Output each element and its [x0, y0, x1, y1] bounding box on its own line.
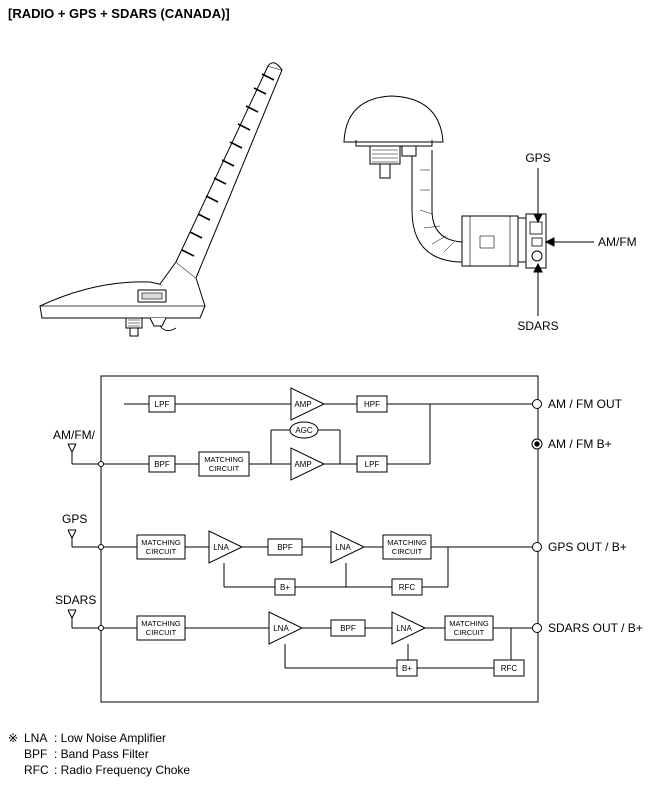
lna-label-2: LNA — [335, 543, 351, 552]
io-labels: AM/FM/ GPS SDARS AM / FM OUT AM / FM B+ … — [53, 397, 643, 635]
bplus-label-1: B+ — [280, 583, 290, 592]
lna-label-4: LNA — [396, 624, 412, 633]
rfc-label-2: RFC — [501, 664, 518, 673]
lna-label-1: LNA — [213, 543, 229, 552]
hpf-label: HPF — [364, 400, 380, 409]
legend-text: : Radio Frequency Choke — [54, 763, 191, 777]
gps-dome-illustration — [343, 95, 547, 269]
lna-triangle-4 — [391, 611, 427, 645]
legend-row-rfc: RFC : Radio Frequency Choke — [8, 762, 190, 778]
lna-triangle-1 — [208, 530, 244, 564]
lna-label-3: LNA — [273, 624, 289, 633]
matching-label-2a: MATCHING — [141, 538, 181, 547]
matching-label-5b: CIRCUIT — [454, 628, 485, 637]
junction-dots — [98, 461, 104, 631]
output-terminals — [531, 399, 543, 633]
amp-label-2: AMP — [294, 460, 311, 469]
matching-label-1a: MATCHING — [204, 455, 244, 464]
amp-label-1: AMP — [294, 400, 311, 409]
legend-abbr: LNA — [24, 731, 48, 745]
legend: ※ LNA : Low Noise Amplifier BPF : Band Pass… — [8, 730, 190, 778]
matching-label-4b: CIRCUIT — [146, 628, 177, 637]
matching-label-3a: MATCHING — [387, 538, 427, 547]
amp-triangle-1 — [290, 387, 326, 421]
gps-circuit — [67, 529, 533, 596]
matching-block-5 — [444, 615, 494, 641]
matching-block-2 — [136, 534, 186, 560]
matching-label-3b: CIRCUIT — [392, 547, 423, 556]
connector-label-gps: GPS — [525, 151, 550, 165]
output-label-gps-out: GPS OUT / B+ — [548, 540, 627, 554]
amfm-circuit — [67, 387, 533, 481]
output-label-amfm-b: AM / FM B+ — [548, 437, 612, 451]
input-label-sdars: SDARS — [55, 593, 96, 607]
lna-triangle-2 — [330, 530, 366, 564]
legend-abbr: BPF — [24, 747, 48, 761]
matching-label-5a: MATCHING — [449, 619, 489, 628]
legend-text: : Low Noise Amplifier — [54, 731, 167, 745]
module-outline — [100, 375, 539, 703]
legend-row-lna: ※ LNA : Low Noise Amplifier — [8, 730, 190, 746]
bpf-label-3: BPF — [340, 624, 356, 633]
legend-abbr: RFC — [24, 763, 49, 777]
rfc-label-1: RFC — [399, 583, 416, 592]
rfc-block-2 — [493, 659, 525, 677]
lpf-label-1: LPF — [155, 400, 170, 409]
lna-triangle-3 — [268, 611, 304, 645]
matching-block-1 — [198, 451, 250, 477]
input-label-gps: GPS — [62, 512, 87, 526]
matching-label-1b: CIRCUIT — [209, 464, 240, 473]
input-label-amfm: AM/FM/ — [53, 428, 96, 442]
matching-label-2b: CIRCUIT — [146, 547, 177, 556]
terminal-sdars-out — [532, 623, 542, 633]
connector-callouts — [533, 168, 594, 316]
bpf-label-1: BPF — [154, 460, 170, 469]
agc-label: AGC — [295, 426, 313, 435]
terminal-amfm-out — [532, 399, 542, 409]
bpf-label-2: BPF — [277, 543, 293, 552]
legend-row-bpf: BPF : Band Pass Filter — [8, 746, 190, 762]
terminal-gps-out — [532, 542, 542, 552]
lpf-label-2: LPF — [365, 460, 380, 469]
matching-block-4 — [136, 615, 186, 641]
matching-label-4a: MATCHING — [141, 619, 181, 628]
connector-label-sdars: SDARS — [517, 319, 558, 333]
output-label-sdars-out: SDARS OUT / B+ — [548, 621, 643, 635]
shark-antenna-illustration — [39, 62, 283, 337]
legend-mark: ※ — [8, 731, 19, 745]
legend-text: : Band Pass Filter — [54, 747, 149, 761]
sdars-circuit — [67, 609, 533, 677]
bplus-label-2: B+ — [402, 664, 412, 673]
matching-block-3 — [382, 534, 432, 560]
amp-triangle-2 — [290, 447, 326, 481]
output-label-amfm-out: AM / FM OUT — [548, 397, 623, 411]
page-title: [RADIO + GPS + SDARS (CANADA)] — [8, 6, 230, 21]
block-labels: LPF AMP HPF AGC BPF MATCHING CIRCUIT AMP… — [141, 400, 517, 673]
connector-label-amfm: AM/FM — [598, 235, 637, 249]
